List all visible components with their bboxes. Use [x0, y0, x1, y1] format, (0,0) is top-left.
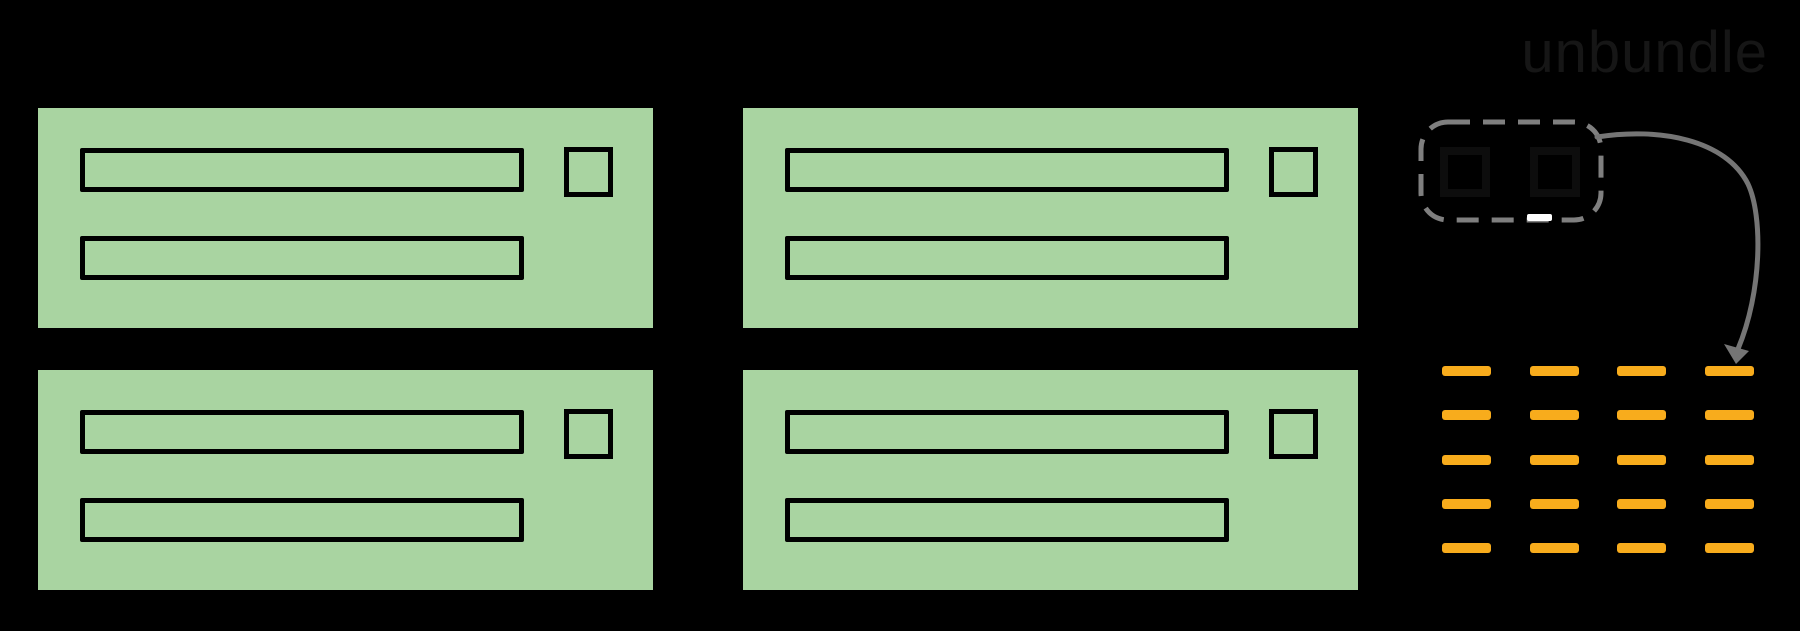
- document-card: [38, 108, 653, 328]
- unbundled-token-dash: [1530, 499, 1579, 509]
- text-bar: [80, 498, 524, 542]
- unbundled-token-dash: [1705, 543, 1754, 553]
- document-card: [38, 370, 653, 590]
- bundle-tokens-group: [1440, 147, 1580, 197]
- text-bar: [785, 498, 1229, 542]
- unbundle-arrow: [1594, 131, 1761, 352]
- bundle-box: [1418, 119, 1604, 223]
- corner-token-square: [1269, 409, 1318, 459]
- unbundled-token-dash: [1705, 410, 1754, 420]
- unbundled-token-dash: [1705, 455, 1754, 465]
- unbundle-label: unbundle: [1521, 20, 1768, 85]
- unbundled-token-dash: [1705, 366, 1754, 376]
- unbundled-token-dash: [1617, 543, 1666, 553]
- unbundled-token-dash: [1617, 455, 1666, 465]
- bundle-token-square: [1530, 147, 1580, 197]
- document-card: [743, 108, 1358, 328]
- arrowhead-icon: [1724, 344, 1749, 364]
- text-bar: [80, 410, 524, 454]
- unbundled-token-dash: [1442, 499, 1491, 509]
- unbundled-token-dash: [1530, 410, 1579, 420]
- text-bar: [785, 410, 1229, 454]
- corner-token-square: [1269, 147, 1318, 197]
- corner-token-square: [564, 409, 613, 459]
- text-bar: [80, 236, 524, 280]
- unbundled-token-grid: [1442, 366, 1754, 553]
- corner-token-square: [564, 147, 613, 197]
- text-bar: [80, 148, 524, 192]
- unbundled-token-dash: [1617, 366, 1666, 376]
- text-bar: [785, 236, 1229, 280]
- bundle-token-square: [1440, 147, 1490, 197]
- document-card: [743, 370, 1358, 590]
- highlight-dash: [1527, 214, 1552, 221]
- unbundled-token-dash: [1442, 543, 1491, 553]
- unbundled-token-dash: [1617, 499, 1666, 509]
- unbundled-token-dash: [1442, 366, 1491, 376]
- unbundled-token-dash: [1705, 499, 1754, 509]
- unbundled-token-dash: [1530, 366, 1579, 376]
- unbundled-token-dash: [1530, 455, 1579, 465]
- unbundled-token-dash: [1442, 455, 1491, 465]
- text-bar: [785, 148, 1229, 192]
- unbundled-token-dash: [1530, 543, 1579, 553]
- unbundled-token-dash: [1442, 410, 1491, 420]
- unbundled-token-dash: [1617, 410, 1666, 420]
